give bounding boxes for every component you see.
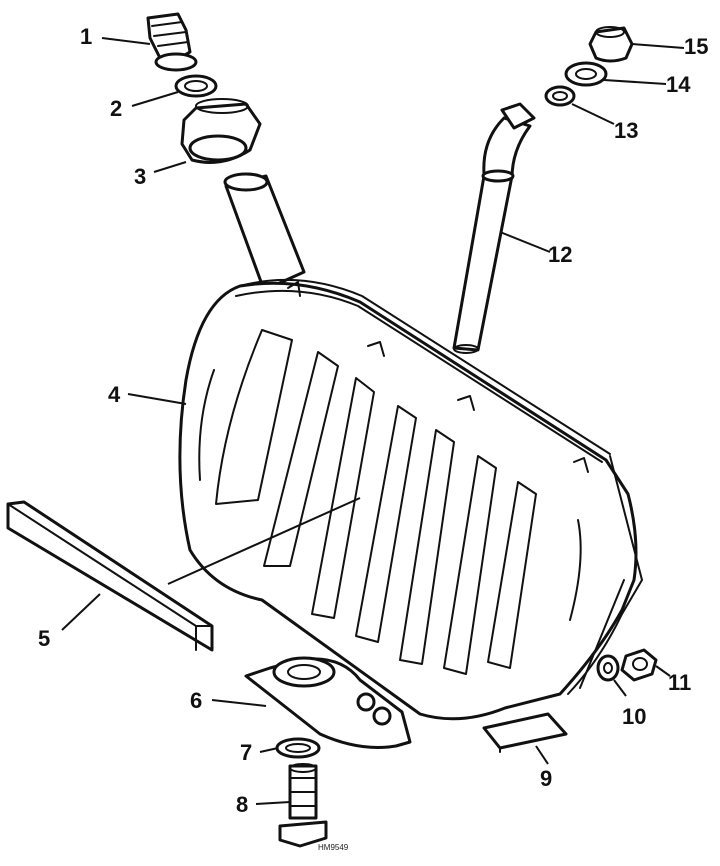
insulating-strip-5 bbox=[6, 500, 214, 652]
callout-9: 9 bbox=[540, 766, 552, 791]
sealing-washer-13 bbox=[544, 85, 576, 107]
filler-hose-12 bbox=[452, 102, 536, 354]
reference-code: HM9549 bbox=[318, 843, 349, 852]
callout-5: 5 bbox=[38, 626, 50, 651]
callout-labels: 1 2 3 4 5 6 7 8 9 10 11 12 13 14 15 bbox=[38, 24, 708, 817]
sender-mounting-plate-6 bbox=[244, 656, 412, 749]
fuel-tank-4 bbox=[178, 172, 643, 721]
cap-15 bbox=[588, 26, 634, 63]
leader-lines bbox=[61, 37, 685, 805]
filler-cap-1 bbox=[146, 12, 198, 72]
callout-8: 8 bbox=[236, 792, 248, 817]
callout-7: 7 bbox=[240, 740, 252, 765]
callout-2: 2 bbox=[110, 96, 122, 121]
callout-11: 11 bbox=[668, 670, 691, 695]
callout-13: 13 bbox=[614, 118, 638, 143]
filler-grommet-3 bbox=[180, 98, 262, 164]
nut-11 bbox=[620, 648, 658, 682]
drain-plug-filter-8 bbox=[278, 763, 328, 848]
callout-3: 3 bbox=[134, 164, 146, 189]
callout-14: 14 bbox=[666, 72, 691, 97]
sealing-ring-7 bbox=[275, 737, 321, 759]
callout-1: 1 bbox=[80, 24, 92, 49]
callout-4: 4 bbox=[108, 382, 121, 407]
washer-2 bbox=[174, 74, 218, 98]
callout-6: 6 bbox=[190, 688, 202, 713]
callout-12: 12 bbox=[548, 242, 572, 267]
callout-10: 10 bbox=[622, 704, 646, 729]
gasket-14 bbox=[564, 61, 608, 87]
insulating-pad-9 bbox=[482, 712, 568, 753]
washer-10 bbox=[596, 654, 620, 682]
callout-15: 15 bbox=[684, 34, 708, 59]
